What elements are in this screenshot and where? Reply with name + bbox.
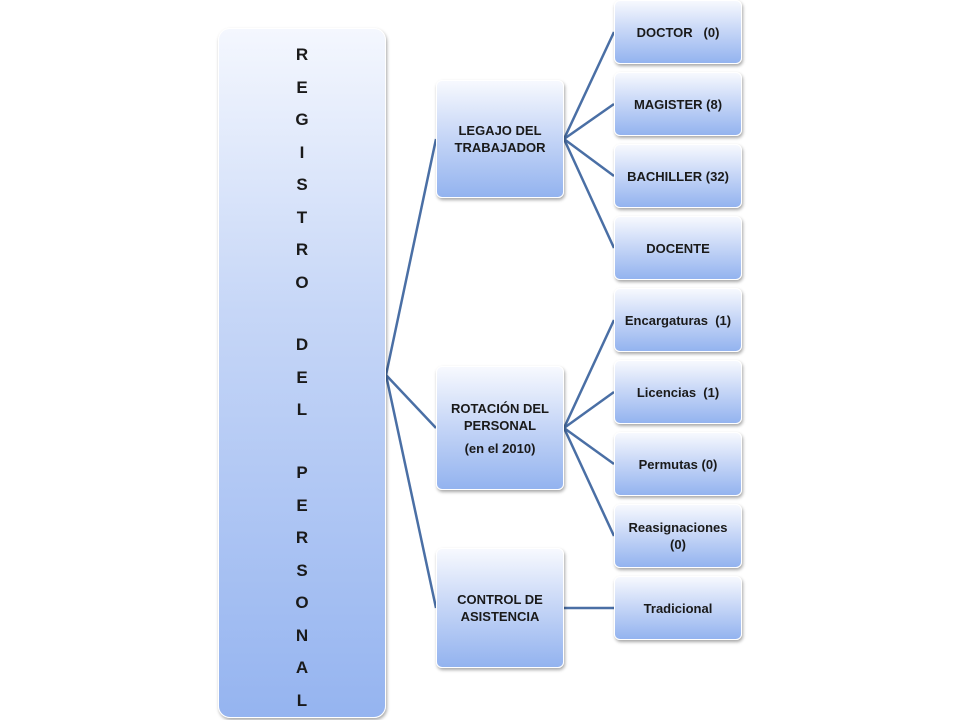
connector-branch-to-leaf [563, 102, 615, 141]
leaf-docente: DOCENTE [614, 216, 742, 280]
root-letter: G [295, 110, 309, 129]
connector-branch-to-leaf [562, 138, 616, 249]
branch-rotacion-del-personal: ROTACIÓN DEL PERSONAL (en el 2010) [436, 366, 564, 490]
leaf-label: BACHILLER (32) [627, 168, 729, 184]
connector-branch-to-leaf [563, 390, 615, 430]
branch-label: CONTROL DE ASISTENCIA [457, 592, 543, 624]
connector-root-to-branch [385, 374, 437, 429]
root-letter: E [296, 77, 308, 97]
leaf-magister: MAGISTER (8) [614, 72, 742, 136]
connector-root-to-branch [384, 138, 438, 376]
connector-branch-to-leaf [563, 137, 615, 178]
root-letter: S [296, 560, 308, 580]
leaf-label: Tradicional [643, 600, 713, 616]
root-letter: S [296, 175, 308, 194]
connector-branch-to-leaf [562, 427, 616, 537]
root-letter: L [296, 400, 308, 420]
branch-sublabel: (en el 2010) [464, 440, 536, 456]
root-letter: L [296, 690, 308, 710]
root-letter: O [295, 593, 309, 612]
leaf-label: DOCENTE [646, 240, 710, 256]
leaf-encargaturas: Encargaturas (1) [614, 288, 742, 352]
root-letter: P [296, 463, 308, 482]
branch-legajo-del-trabajador: LEGAJO DEL TRABAJADOR [436, 80, 564, 198]
root-letter: I [299, 142, 305, 162]
root-letter: N [295, 625, 309, 645]
leaf-label: Permutas (0) [638, 456, 718, 472]
connector-root-to-branch [384, 374, 438, 609]
root-letter: E [296, 367, 308, 387]
branch-label: LEGAJO DEL TRABAJADOR [454, 123, 546, 155]
leaf-label: DOCTOR (0) [636, 24, 720, 40]
root-letter: R [295, 45, 309, 64]
leaf-doctor: DOCTOR (0) [614, 0, 742, 64]
leaf-licencias: Licencias (1) [614, 360, 742, 424]
root-letter: R [295, 528, 309, 547]
leaf-bachiller: BACHILLER (32) [614, 144, 742, 208]
connector-branch-to-leaf [562, 319, 616, 429]
root-letter: A [295, 658, 309, 677]
leaf-label: Licencias (1) [636, 384, 720, 400]
leaf-label: Reasignaciones (0) [628, 520, 728, 552]
root-letter: O [295, 272, 309, 292]
root-letter: D [295, 335, 309, 355]
connector-branch-to-leaf [563, 426, 615, 466]
root-letter: R [295, 240, 309, 259]
leaf-label: Encargaturas (1) [624, 312, 732, 328]
connector-branch-to-leaf [562, 31, 616, 140]
branch-control-de-asistencia: CONTROL DE ASISTENCIA [436, 548, 564, 668]
root-letter: T [296, 207, 308, 227]
leaf-label: MAGISTER (8) [633, 96, 723, 112]
branch-label: ROTACIÓN DEL PERSONAL [451, 400, 549, 433]
leaf-reasignaciones: Reasignaciones (0) [614, 504, 742, 568]
leaf-permutas: Permutas (0) [614, 432, 742, 496]
leaf-tradicional: Tradicional [614, 576, 742, 640]
root-letter: E [296, 495, 308, 515]
